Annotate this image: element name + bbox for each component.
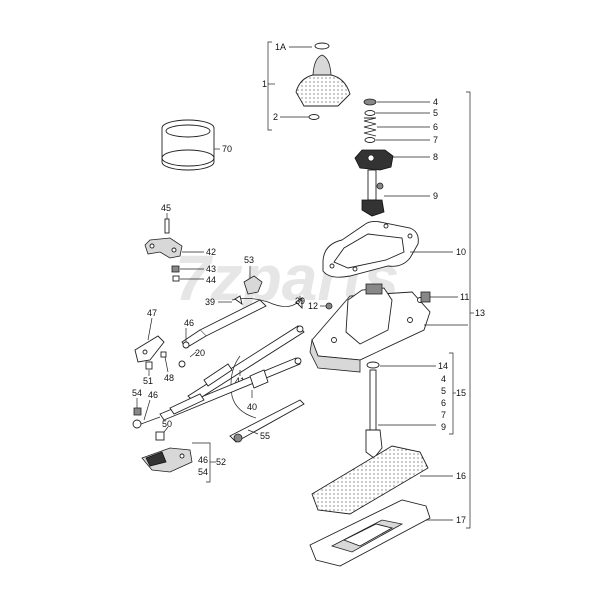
callout-14: 14 bbox=[438, 361, 448, 371]
bracket-part bbox=[144, 218, 183, 282]
cable-tie-part bbox=[229, 399, 305, 443]
lower-bracket-part bbox=[141, 431, 193, 473]
callout-17: 17 bbox=[456, 515, 466, 525]
callout-51: 51 bbox=[143, 376, 153, 386]
callout-10: 10 bbox=[456, 247, 466, 257]
callout-7-shaft: 7 bbox=[441, 410, 446, 420]
callout-4-shaft: 4 bbox=[441, 374, 446, 384]
boot-ring-part bbox=[161, 119, 215, 171]
spring-stack-part bbox=[363, 98, 377, 143]
lower-cable-part bbox=[132, 357, 302, 429]
callout-5-shaft: 5 bbox=[441, 386, 446, 396]
gear-knob-part bbox=[295, 42, 351, 120]
callout-46-upper: 46 bbox=[184, 318, 194, 328]
shifter-housing-part bbox=[309, 283, 431, 373]
clip-part bbox=[243, 275, 263, 295]
callout-55: 55 bbox=[260, 431, 270, 441]
callout-39-upper: 39 bbox=[205, 297, 215, 307]
callout-44: 44 bbox=[206, 275, 216, 285]
callout-48: 48 bbox=[164, 373, 174, 383]
callout-2: 2 bbox=[273, 112, 278, 122]
callout-6-shaft: 6 bbox=[441, 398, 446, 408]
callout-9-shaft: 9 bbox=[441, 422, 446, 432]
callout-54-bracket: 54 bbox=[198, 467, 208, 477]
callout-16: 16 bbox=[456, 471, 466, 481]
lever-joint-part bbox=[361, 169, 385, 217]
callout-45: 45 bbox=[161, 203, 171, 213]
callout-4: 4 bbox=[433, 97, 438, 107]
selector-hub-part bbox=[354, 149, 394, 171]
callout-20: 20 bbox=[195, 348, 205, 358]
callout-12: 12 bbox=[308, 301, 318, 311]
callout-50: 50 bbox=[162, 419, 172, 429]
callout-7: 7 bbox=[433, 135, 438, 145]
callout-52: 52 bbox=[216, 457, 226, 467]
callout-47: 47 bbox=[147, 308, 157, 318]
callout-46-lower: 46 bbox=[148, 390, 158, 400]
callout-46-bracket: 46 bbox=[198, 455, 208, 465]
callout-42: 42 bbox=[206, 247, 216, 257]
callout-8: 8 bbox=[433, 152, 438, 162]
callout-43: 43 bbox=[206, 264, 216, 274]
callout-39-middle: 39 bbox=[295, 296, 305, 306]
callout-11: 11 bbox=[460, 292, 469, 302]
callout-40: 40 bbox=[247, 402, 257, 412]
callout-53: 53 bbox=[244, 255, 254, 265]
callout-13: 13 bbox=[475, 308, 485, 318]
callout-9: 9 bbox=[433, 191, 438, 201]
selector-shaft-part bbox=[365, 361, 383, 459]
gasket-part bbox=[322, 220, 419, 278]
callout-54-upper: 54 bbox=[132, 388, 142, 398]
cover-plate-part bbox=[311, 445, 429, 515]
callout-5: 5 bbox=[433, 108, 438, 118]
upper-cable-part bbox=[134, 295, 301, 370]
callout-1A: 1A bbox=[275, 42, 286, 52]
callout-1: 1 bbox=[262, 79, 267, 89]
callout-15: 15 bbox=[456, 388, 466, 398]
middle-cable-part bbox=[187, 297, 305, 419]
callout-6: 6 bbox=[433, 122, 438, 132]
callout-70: 70 bbox=[222, 144, 232, 154]
lower-seal-part bbox=[309, 499, 431, 567]
